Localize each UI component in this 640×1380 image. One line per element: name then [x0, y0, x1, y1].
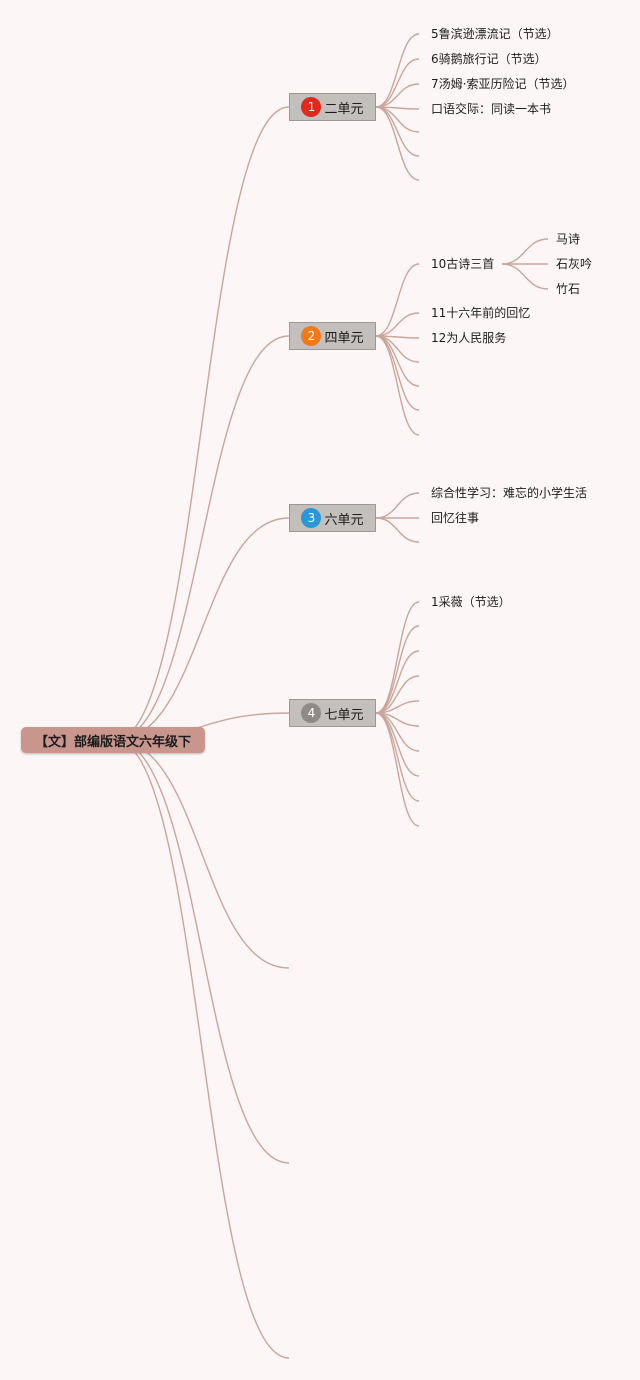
badge-number-3-icon: 3 [301, 508, 322, 528]
leaf-lesson-7[interactable]: 7汤姆·索亚历险记（节选） [431, 77, 575, 91]
unit-branch-curve-11 [375, 106, 420, 133]
unit-branch-curve-8 [375, 58, 420, 108]
unit-branch-curve-9 [375, 83, 420, 108]
unit-branch-curve-7 [375, 33, 420, 108]
poem-branch-curve-34 [501, 238, 549, 265]
unit-node-2[interactable]: 1 二单元 [289, 93, 376, 121]
unit-branch-curve-24 [375, 601, 420, 714]
root-branch-curve-5 [114, 739, 290, 1164]
unit-label: 七单元 [324, 707, 364, 723]
leaf-recall-past[interactable]: 回忆往事 [431, 511, 480, 525]
root-branch-curve-2 [114, 517, 290, 741]
unit-label: 二单元 [324, 101, 364, 117]
unit-branch-curve-33 [375, 712, 420, 827]
unit-branch-curve-19 [375, 335, 420, 411]
unit-branch-curve-13 [375, 106, 420, 181]
leaf-lesson-6[interactable]: 6骑鹅旅行记（节选） [431, 52, 547, 66]
root-branch-curve-0 [114, 106, 290, 741]
root-branch-curve-6 [114, 739, 290, 1359]
unit-branch-curve-15 [375, 312, 420, 337]
poem-branch-curve-36 [501, 263, 549, 290]
leaf-poem-2[interactable]: 石灰吟 [556, 257, 593, 271]
unit-branch-curve-14 [375, 263, 420, 337]
leaf-lesson-10[interactable]: 10古诗三首 [431, 257, 495, 271]
badge-number-2-icon: 2 [301, 326, 322, 346]
leaf-lesson-1[interactable]: 1采薇（节选） [431, 595, 511, 609]
root-branch-curve-4 [114, 739, 290, 969]
root-node[interactable]: 【文】部编版语文六年级下 [21, 727, 205, 753]
root-branch-curve-1 [114, 335, 290, 741]
unit-branch-curve-25 [375, 625, 420, 714]
unit-node-7[interactable]: 4 七单元 [289, 699, 376, 727]
leaf-oral-communication[interactable]: 口语交际：同读一本书 [431, 102, 552, 116]
unit-branch-curve-20 [375, 335, 420, 436]
badge-number-1-icon: 1 [301, 97, 322, 117]
badge-number-4-icon: 4 [301, 703, 322, 723]
unit-node-4[interactable]: 2 四单元 [289, 322, 376, 350]
unit-branch-curve-26 [375, 650, 420, 714]
root-label: 【文】部编版语文六年级下 [34, 734, 191, 750]
unit-node-6[interactable]: 3 六单元 [289, 504, 376, 532]
leaf-poem-3[interactable]: 竹石 [556, 282, 581, 296]
leaf-comprehensive-study[interactable]: 综合性学习：难忘的小学生活 [431, 486, 588, 500]
leaf-poem-1[interactable]: 马诗 [556, 232, 581, 246]
unit-branch-curve-21 [375, 492, 420, 519]
leaf-lesson-12[interactable]: 12为人民服务 [431, 331, 507, 345]
unit-branch-curve-27 [375, 675, 420, 714]
leaf-lesson-5[interactable]: 5鲁滨逊漂流记（节选） [431, 27, 559, 41]
leaf-lesson-11[interactable]: 11十六年前的回忆 [431, 306, 531, 320]
unit-branch-curve-23 [375, 517, 420, 543]
unit-label: 六单元 [324, 512, 364, 528]
unit-label: 四单元 [324, 330, 364, 346]
